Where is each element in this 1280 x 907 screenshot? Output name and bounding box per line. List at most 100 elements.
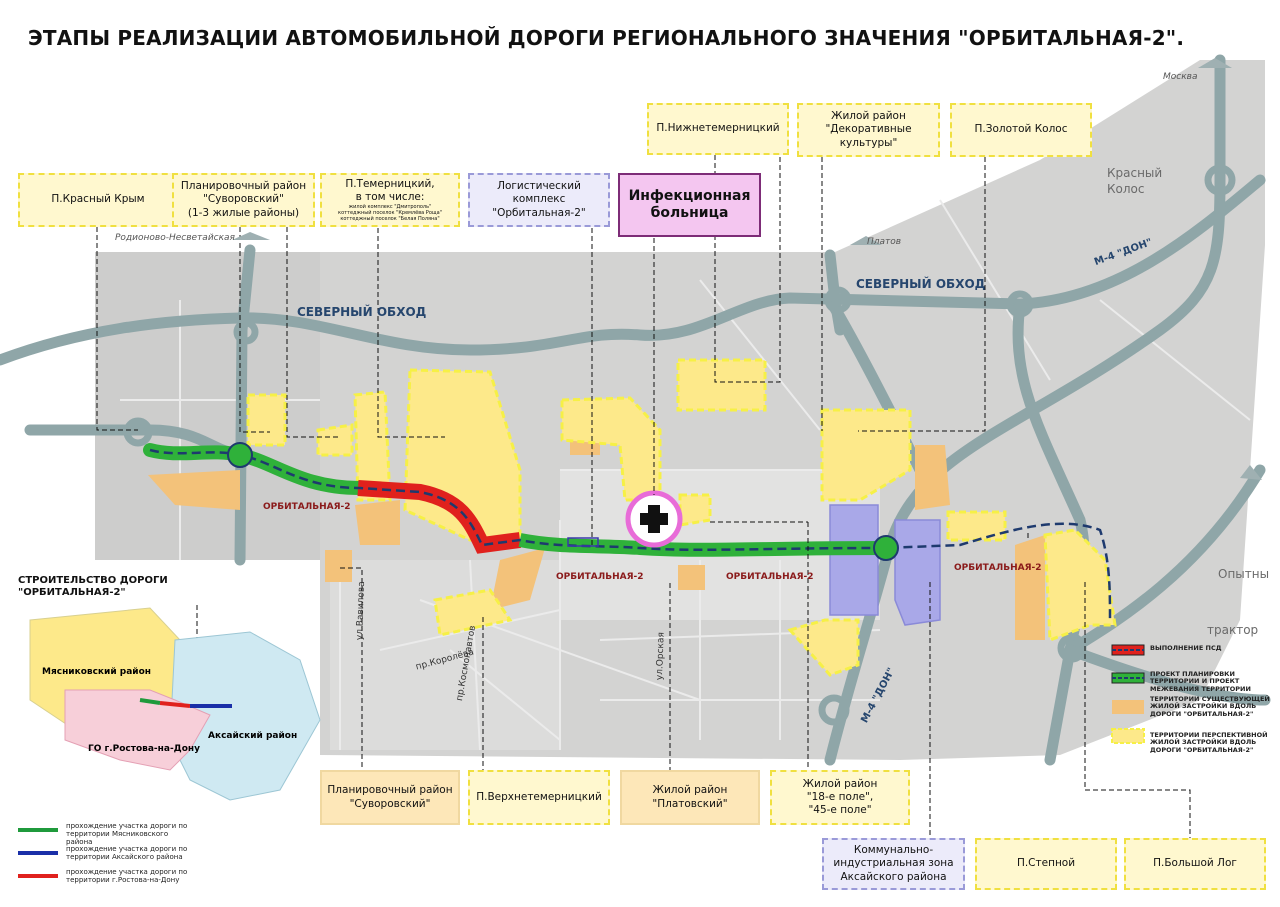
logistics-marker	[567, 537, 599, 547]
label-line: "Суворовский"	[349, 797, 431, 810]
label-line: Логистический	[497, 180, 581, 193]
label-bolshoy-log: П.Большой Лог	[1124, 838, 1266, 890]
place-rodionovo: Родионово-Несветайская	[115, 233, 235, 243]
label-bolshoy-log-text: П.Большой Лог	[1153, 857, 1237, 870]
label-stepnoy: П.Степной	[975, 838, 1117, 890]
label-line: больница	[650, 205, 729, 221]
legend-item-psd: ВЫПОЛНЕНИЕ ПСД	[1110, 640, 1280, 662]
inset-label-myasnikovsky: Мясниковский район	[42, 667, 151, 677]
inset-legend-blue: прохождение участка дороги по территории…	[18, 845, 193, 865]
road-label-orbitalnaya-4: ОРБИТАЛЬНАЯ-2	[954, 563, 1042, 573]
place-line: Красный	[1107, 166, 1163, 180]
label-hospital: Инфекционная больница	[618, 173, 761, 237]
inset-legend-text: прохождение участка дороги по территории…	[66, 868, 188, 885]
legend: ВЫПОЛНЕНИЕ ПСД ПРОЕКТ ПЛАНИРОВКИ ТЕРРИТО…	[1110, 640, 1280, 768]
inset-label-aksaysky: Аксайский район	[208, 731, 298, 741]
label-verkhnetemernitsky-text: П.Верхнетемерницкий	[476, 790, 602, 803]
label-line: индустриальная зона	[833, 857, 954, 870]
orbitalnaya-dashed-centerline	[149, 448, 1112, 621]
label-verkhnetemernitsky: П.Верхнетемерницкий	[468, 770, 610, 825]
legend-item-text: ТЕРРИТОРИИ ПЕРСПЕКТИВНОЙ ЖИЛОЙ ЗАСТРОЙКИ…	[1150, 731, 1268, 754]
inset-label-rostov: ГО г.Ростова-на-Дону	[88, 744, 200, 754]
label-stepnoy-text: П.Степной	[1016, 857, 1076, 870]
label-line: (1-3 жилые районы)	[187, 206, 300, 219]
label-line: "Декоративные	[825, 123, 912, 136]
label-line: Коммунально-	[853, 844, 934, 857]
label-line: "Суворовский"	[203, 193, 284, 206]
label-decorative: Жилой район "Декоративные культуры"	[797, 103, 940, 157]
direction-arrow-icon	[232, 58, 1262, 480]
node-m4	[873, 535, 899, 561]
inset-title-line: СТРОИТЕЛЬСТВО ДОРОГИ	[18, 575, 168, 586]
label-line: "18-е поле",	[806, 790, 874, 803]
label-line: в том числе:	[355, 191, 425, 203]
label-krasny-krym-text: П.Красный Крым	[51, 193, 145, 206]
label-krasny-krym: П.Красный Крым	[18, 173, 178, 227]
label-suvorovsky-top: Планировочный район "Суворовский" (1-3 ж…	[172, 173, 315, 227]
road-label-severny-obhod-east: СЕВЕРНЫЙ ОБХОД	[856, 277, 986, 291]
label-line-small: коттеджный поселок "Белая Поляна"	[340, 216, 440, 223]
inset-legend-text: прохождение участка дороги по территории…	[66, 845, 188, 862]
label-line-small: жилой комплекс "Дмитрополь"	[348, 204, 432, 211]
label-suvorovsky-bottom: Планировочный район "Суворовский"	[320, 770, 460, 825]
label-line: "45-е поле"	[808, 804, 872, 817]
legend-item-text: ПРОЕКТ ПЛАНИРОВКИ ТЕРРИТОРИИ И ПРОЕКТ МЕ…	[1150, 670, 1251, 693]
inset-road-green	[139, 698, 161, 705]
place-line: Колос	[1107, 181, 1145, 196]
inset-legend-red: прохождение участка дороги по территории…	[18, 868, 193, 888]
label-line: Жилой район	[652, 784, 728, 797]
highway-opytny	[1064, 644, 1271, 706]
legend-item-text: ТЕРРИТОРИИ СУЩЕСТВУЮЩЕЙ ЖИЛОЙ ЗАСТРОЙКИ …	[1150, 695, 1270, 718]
m4-don-road	[824, 54, 1226, 766]
label-line: Планировочный район	[327, 784, 453, 797]
highway-southeast	[1064, 464, 1266, 656]
legend-swatches	[1111, 644, 1145, 744]
label-industrial: Коммунально- индустриальная зона Аксайск…	[822, 838, 965, 890]
place-traktor: трактор	[1207, 623, 1259, 637]
place-platov: Платов	[867, 237, 902, 247]
road-label-orbitalnaya-2: ОРБИТАЛЬНАЯ-2	[556, 572, 644, 582]
road-label-severny-obhod-west: СЕВЕРНЫЙ ОБХОД	[297, 305, 427, 319]
highway-m4-branch	[824, 294, 926, 476]
inset-title-line: "ОРБИТАЛЬНАЯ-2"	[18, 587, 126, 598]
existing-housing-areas	[148, 438, 1045, 640]
label-line: "Орбитальная-2"	[492, 206, 586, 219]
label-line: Аксайского района	[840, 870, 947, 883]
label-zolotoy-kolos-text: П.Золотой Колос	[974, 123, 1068, 136]
legend-item-plan: ПРОЕКТ ПЛАНИРОВКИ ТЕРРИТОРИИ И ПРОЕКТ МЕ…	[1110, 668, 1280, 693]
leader-lines	[96, 155, 1191, 838]
label-platovsky: Жилой район "Платовский"	[620, 770, 760, 825]
inset-title: СТРОИТЕЛЬСТВО ДОРОГИ "ОРБИТАЛЬНАЯ-2"	[18, 575, 168, 599]
inset-legend-green: прохождение участка дороги по территории…	[18, 822, 193, 846]
label-nizhnetemernitsky: П.Нижнетемерницкий	[647, 103, 789, 155]
legend-item-text: ВЫПОЛНЕНИЕ ПСД	[1150, 644, 1222, 652]
inset-legend-lines	[18, 828, 58, 878]
label-line: Инфекционная	[628, 187, 751, 204]
place-krasny-kolos: Красный Колос	[1107, 166, 1162, 197]
inset-legend-text: прохождение участка дороги по территории…	[66, 822, 188, 847]
label-line: комплекс	[512, 193, 566, 206]
road-label-orbitalnaya-1: ОРБИТАЛЬНАЯ-2	[263, 502, 351, 512]
label-line: Планировочный район	[180, 180, 307, 193]
legend-item-planned: ТЕРРИТОРИИ ПЕРСПЕКТИВНОЙ ЖИЛОЙ ЗАСТРОЙКИ…	[1110, 731, 1280, 762]
medical-cross-icon	[640, 505, 668, 533]
label-line: Жилой район	[802, 777, 878, 790]
label-line: культуры"	[839, 136, 898, 149]
road-label-orbitalnaya-3: ОРБИТАЛЬНАЯ-2	[726, 572, 814, 582]
label-temernitsky: П.Темерницкий, в том числе: жилой компле…	[320, 173, 460, 227]
label-line: Жилой район	[831, 110, 906, 123]
place-opytny: Опытны	[1218, 567, 1270, 581]
inset-map	[29, 607, 321, 801]
label-line: П.Темерницкий,	[345, 177, 435, 190]
highway-rodionovo	[234, 244, 256, 566]
legend-item-existing: ТЕРРИТОРИИ СУЩЕСТВУЮЩЕЙ ЖИЛОЙ ЗАСТРОЙКИ …	[1110, 695, 1280, 726]
label-zolotoy-kolos: П.Золотой Колос	[950, 103, 1092, 157]
label-line: "Платовский"	[652, 797, 728, 810]
place-moskva: Москва	[1163, 72, 1198, 82]
label-nizhnetemernitsky-text: П.Нижнетемерницкий	[656, 122, 780, 135]
severny-obhod-road	[0, 174, 1266, 366]
inset-road-red	[159, 701, 191, 708]
page-title: ЭТАПЫ РЕАЛИЗАЦИИ АВТОМОБИЛЬНОЙ ДОРОГИ РЕ…	[28, 26, 1185, 50]
street-vavilova: ул.Вавилова	[355, 581, 368, 641]
